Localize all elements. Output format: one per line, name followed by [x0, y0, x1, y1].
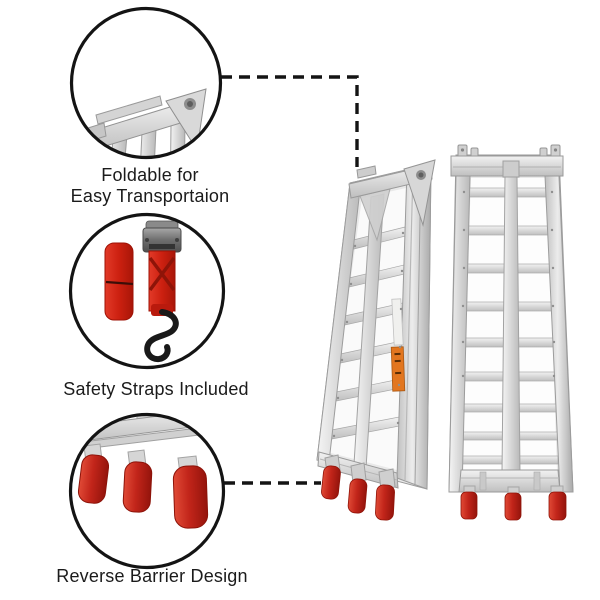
callout-barrier-circle — [68, 412, 226, 570]
red-barrier-tip — [548, 491, 567, 521]
caption-safety-straps: Safety Straps Included — [6, 379, 306, 400]
red-barrier-tip — [321, 465, 341, 500]
hinge-closeup-icon — [73, 88, 207, 156]
red-barrier-tip — [347, 478, 368, 514]
hinge-gusset-plate — [403, 159, 436, 227]
folded-aluminum-ramp-icon — [316, 159, 436, 521]
red-barrier-tip — [77, 454, 110, 504]
caption-foldable: Foldable for Easy Transportaion — [0, 165, 300, 207]
callout-straps-circle — [68, 212, 226, 370]
caption-reverse-barrier: Reverse Barrier Design — [2, 566, 302, 587]
red-barrier-tip — [460, 491, 478, 520]
s-hook — [144, 309, 179, 363]
red-barrier-tip — [504, 492, 522, 521]
connector-foldable-dashed-line — [221, 75, 359, 167]
warning-label-sticker — [390, 298, 406, 392]
caption-reverse-barrier-line-1: Reverse Barrier Design — [56, 566, 248, 586]
red-barrier-tip — [172, 465, 209, 529]
red-barrier-tip — [122, 461, 153, 513]
caption-foldable-line-2: Easy Transportaion — [70, 186, 230, 206]
caption-safety-straps-line-1: Safety Straps Included — [63, 379, 249, 399]
center-spine — [501, 175, 521, 475]
caption-foldable-line-1: Foldable for — [101, 165, 199, 185]
tie-down-strap-icon — [104, 220, 182, 363]
red-barrier-tip — [375, 484, 395, 521]
hinge-gusset-plate — [165, 88, 207, 152]
strap-loop — [104, 242, 134, 321]
barrier-tips-icon — [72, 416, 222, 529]
callout-foldable-circle — [69, 6, 223, 160]
unfolded-aluminum-ramp-icon — [448, 144, 574, 521]
